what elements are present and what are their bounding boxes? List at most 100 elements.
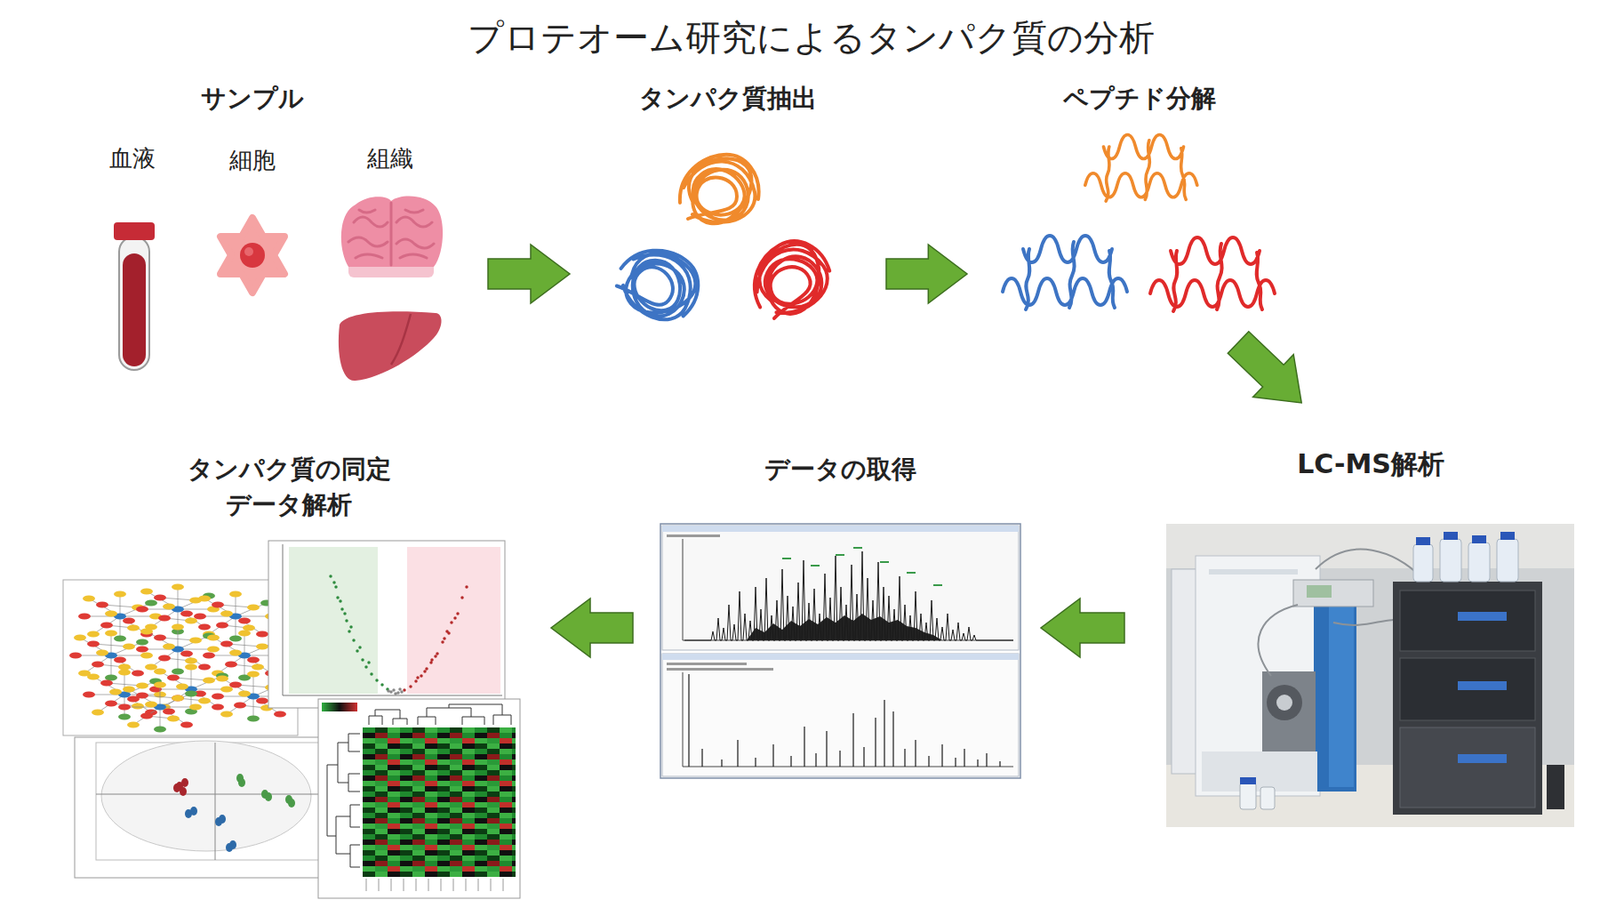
peptide-strands [1002,235,1128,310]
lcms-photo [1457,611,1507,621]
flow-arrow [1040,598,1125,657]
heatmap [321,702,358,712]
protein-tangles [607,154,840,336]
lcms-photo [1266,684,1303,720]
pca-plot [96,742,320,860]
lcms-photo [1328,591,1354,787]
network-graph [69,630,153,681]
lcms-photo [1457,753,1507,763]
data-screenshot [684,551,1014,640]
flow-arrow [886,244,968,304]
network-graph [63,579,298,736]
data-screenshot [666,534,720,537]
lcms-photo [1240,776,1256,784]
test-tube [113,222,155,240]
heatmap [318,698,520,898]
flow-arrow [488,244,570,304]
brain-icon [348,202,434,265]
lcms-photo [1166,523,1575,827]
heatmap [318,698,520,898]
stage-heading: サンプル [110,80,395,117]
lcms-photo [1546,764,1565,809]
lcms-photo [1260,786,1275,809]
pca-plot [218,814,226,824]
lcms-photo [1468,542,1490,582]
pca-plot [74,736,327,878]
lcms-photo [1201,751,1318,792]
network-graph [136,624,220,675]
volcano-plot [388,688,402,694]
stage-heading: タンパク質の同定 データ解析 [155,451,423,523]
data-screenshot [660,523,1021,778]
volcano-plot [282,544,503,696]
protein-tangles [607,231,712,335]
pca-plot [74,736,327,878]
test-tube [119,236,150,370]
peptide-strands [1085,135,1198,202]
process-stage: サンプル [88,75,488,392]
process-stage: タンパク質の同定 データ解析 [48,435,552,898]
flow-arrow [1227,331,1302,403]
liver-icon [391,313,411,365]
lcms-photo [1440,538,1462,582]
sample-label: 細胞 [181,144,324,176]
sample-label: 血液 [61,143,204,174]
cell-icon [220,217,285,293]
data-screenshot [662,525,1019,650]
volcano-plot [330,576,388,689]
lcms-photo [1240,782,1256,809]
volcano-plot [404,586,467,690]
volcano-plot [407,546,501,694]
brain-icon [341,196,443,278]
process-stage: データの取得 [632,435,1041,792]
volcano-plot [288,546,378,694]
protein-tangles [739,230,840,327]
peptide-strands [1002,135,1275,312]
diagram-title: プロテオーム研究によるタンパク質の分析 [366,14,1256,61]
lcms-photo [1400,590,1536,651]
liver-icon [338,311,442,381]
lcms-photo [1457,680,1507,690]
process-stage: タンパク質抽出 [569,75,887,392]
data-screenshot [688,673,1000,767]
lcms-photo [1208,568,1298,575]
stage-heading: ペプチド分解 [997,80,1282,117]
lcms-photo [1496,538,1519,582]
heatmap [362,727,516,877]
pca-plot [229,840,237,849]
brain-icon [341,196,443,267]
pca-plot [173,783,181,792]
data-screenshot [782,547,943,585]
network-graph [82,669,167,720]
volcano-plot [268,540,505,708]
pca-plot [264,792,272,801]
data-screenshot [662,525,1019,532]
heatmap [366,878,504,891]
heatmap [368,704,512,725]
stage-heading: LC-MS解析 [1228,446,1513,482]
volcano-plot [268,540,505,708]
pca-plot [190,806,198,816]
lcms-photo [1262,671,1316,752]
data-screenshot [666,667,774,671]
network-graph [118,681,202,733]
lcms-photo [1313,582,1357,792]
pca-plot [179,786,187,796]
pca-plot [238,777,246,787]
pca-plot [288,798,296,808]
data-screenshot [660,523,1021,778]
process-stage: LC-MS解析 [1124,402,1587,832]
pca-plot [101,740,312,851]
lcms-photo [1416,536,1431,545]
pca-plot [181,777,189,787]
peptide-strands [1150,237,1275,312]
cell-icon [244,247,254,256]
stage-heading: タンパク質抽出 [585,80,871,117]
lcms-photo [1171,568,1199,774]
lcms-photo [1443,531,1458,540]
test-tube [113,222,155,370]
lcms-photo [1392,581,1543,815]
protein-tangles [680,154,760,224]
